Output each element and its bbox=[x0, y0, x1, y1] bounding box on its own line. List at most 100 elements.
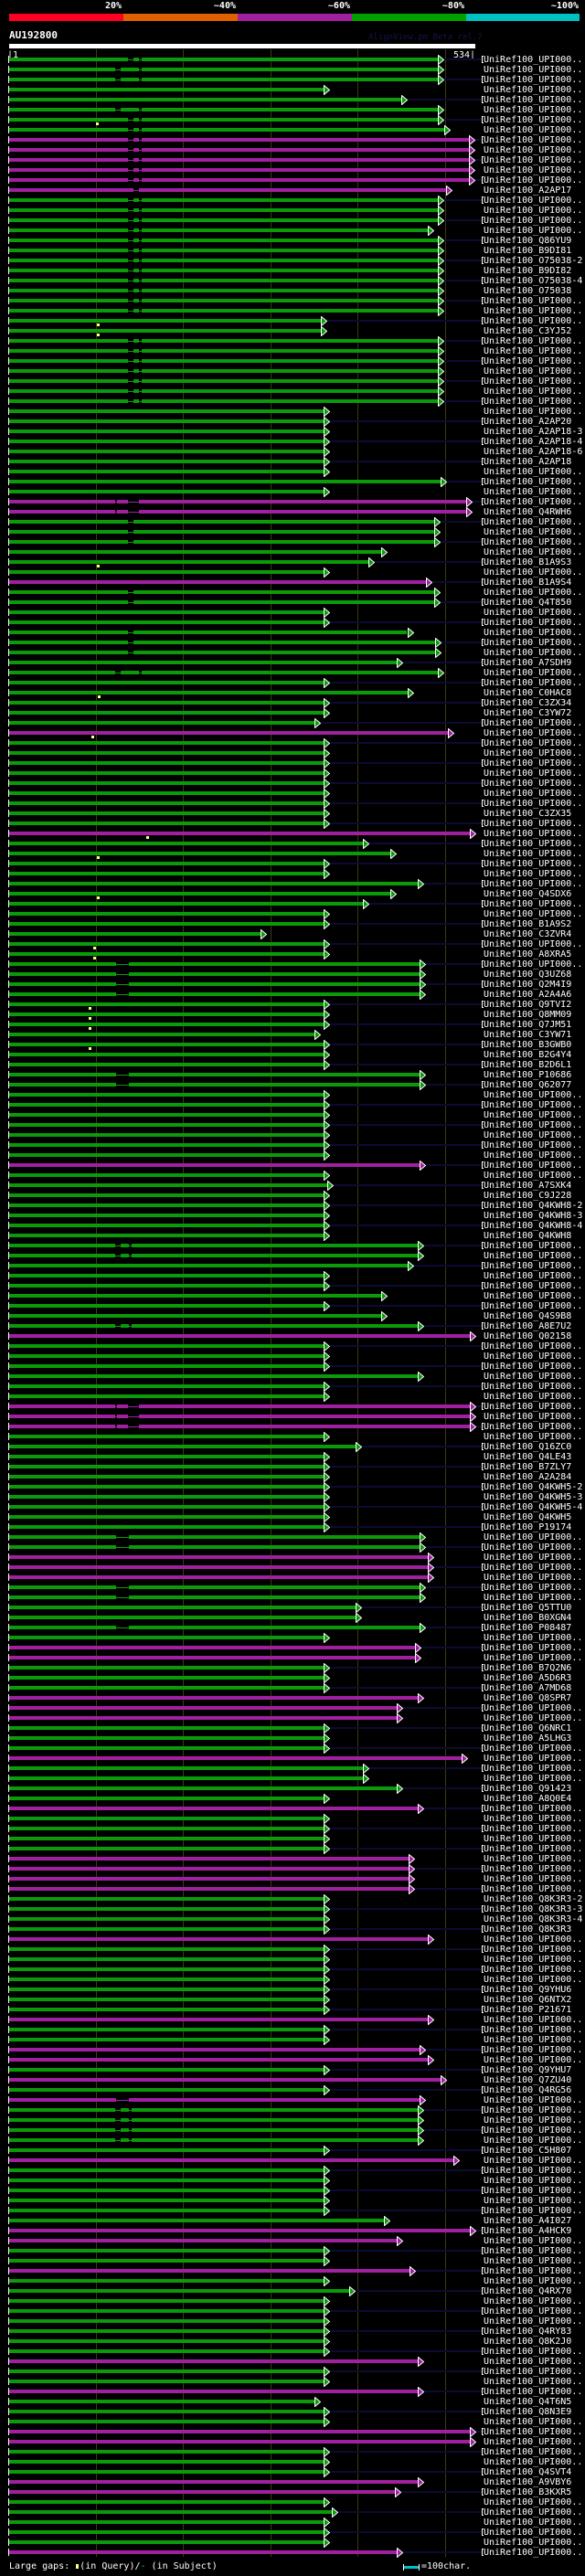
alignment-row[interactable]: UniRef100_B1A9S4 bbox=[0, 578, 585, 588]
hit-label[interactable]: UniRef100_B3KXR5 bbox=[484, 2487, 572, 2497]
alignment-row[interactable]: UniRef100_Q4KWH8 bbox=[0, 1231, 585, 1241]
alignment-row[interactable]: UniRef100_Q86YU9 bbox=[0, 236, 585, 246]
alignment-row[interactable]: UniRef100_UPI000.. bbox=[0, 2316, 585, 2327]
alignment-row[interactable]: UniRef100_Q4KWH5-2 bbox=[0, 1482, 585, 1492]
alignment-row[interactable]: UniRef100_UPI000.. bbox=[0, 2125, 585, 2136]
hit-label[interactable]: UniRef100_UPI000.. bbox=[484, 65, 583, 75]
hit-label[interactable]: UniRef100_UPI000.. bbox=[484, 829, 583, 839]
hit-label[interactable]: UniRef100_UPI000.. bbox=[484, 1301, 583, 1311]
hit-label[interactable]: UniRef100_Q7ZU40 bbox=[484, 2075, 572, 2085]
hit-label[interactable]: UniRef100_UPI000.. bbox=[484, 1864, 583, 1874]
hit-label[interactable]: UniRef100_UPI000.. bbox=[484, 2497, 583, 2507]
hit-label[interactable]: UniRef100_UPI000.. bbox=[484, 376, 583, 387]
alignment-row[interactable]: UniRef100_B9DI81 bbox=[0, 246, 585, 256]
alignment-row[interactable]: UniRef100_UPI000.. bbox=[0, 618, 585, 628]
alignment-row[interactable]: UniRef100_UPI000.. bbox=[0, 2266, 585, 2276]
alignment-row[interactable]: UniRef100_UPI000.. bbox=[0, 196, 585, 206]
hit-label[interactable]: UniRef100_Q5TTU0 bbox=[484, 1603, 572, 1613]
hit-label[interactable]: UniRef100_UPI000.. bbox=[484, 1422, 583, 1432]
hit-label[interactable]: UniRef100_UPI000.. bbox=[484, 356, 583, 366]
hit-label[interactable]: UniRef100_UPI000.. bbox=[484, 718, 583, 728]
alignment-row[interactable]: UniRef100_C3YJ52 bbox=[0, 326, 585, 336]
hit-label[interactable]: UniRef100_UPI000.. bbox=[484, 206, 583, 216]
hit-label[interactable]: UniRef100_UPI000.. bbox=[484, 2206, 583, 2216]
hit-label[interactable]: UniRef100_Q4RX70 bbox=[484, 2286, 572, 2296]
alignment-row[interactable]: UniRef100_UPI000.. bbox=[0, 567, 585, 578]
alignment-row[interactable]: UniRef100_UPI000.. bbox=[0, 2538, 585, 2548]
alignment-row[interactable]: UniRef100_Q4KWH5-4 bbox=[0, 1502, 585, 1512]
alignment-row[interactable]: UniRef100_A2AP17 bbox=[0, 186, 585, 196]
hit-label[interactable]: UniRef100_UPI000.. bbox=[484, 2025, 583, 2035]
alignment-row[interactable]: UniRef100_UPI000.. bbox=[0, 1281, 585, 1291]
hit-label[interactable]: UniRef100_UPI000.. bbox=[484, 1834, 583, 1844]
alignment-row[interactable]: UniRef100_UPI000.. bbox=[0, 336, 585, 346]
hit-label[interactable]: UniRef100_UPI000.. bbox=[484, 1241, 583, 1251]
alignment-row[interactable]: UniRef100_UPI000.. bbox=[0, 1864, 585, 1874]
alignment-row[interactable]: UniRef100_UPI000.. bbox=[0, 2186, 585, 2196]
hit-label[interactable]: UniRef100_UPI000.. bbox=[484, 1874, 583, 1884]
alignment-row[interactable]: UniRef100_UPI000.. bbox=[0, 85, 585, 95]
alignment-row[interactable]: UniRef100_UPI000.. bbox=[0, 2417, 585, 2427]
hit-label[interactable]: UniRef100_UPI000.. bbox=[484, 1955, 583, 1965]
hit-label[interactable]: UniRef100_UPI000.. bbox=[484, 1573, 583, 1583]
alignment-row[interactable]: UniRef100_Q6NTX2 bbox=[0, 1995, 585, 2005]
hit-label[interactable]: UniRef100_UPI000.. bbox=[484, 175, 583, 186]
alignment-row[interactable]: UniRef100_UPI000.. bbox=[0, 206, 585, 216]
hit-label[interactable]: UniRef100_UPI000.. bbox=[484, 2236, 583, 2246]
alignment-row[interactable]: UniRef100_UPI000.. bbox=[0, 2306, 585, 2316]
hit-label[interactable]: UniRef100_UPI000.. bbox=[484, 869, 583, 879]
alignment-row[interactable]: UniRef100_UPI000.. bbox=[0, 175, 585, 186]
alignment-row[interactable]: UniRef100_Q4T850 bbox=[0, 598, 585, 608]
hit-label[interactable]: UniRef100_A4I027 bbox=[484, 2216, 572, 2226]
hit-label[interactable]: UniRef100_C9J228 bbox=[484, 1191, 572, 1201]
hit-label[interactable]: UniRef100_Q4S9B8 bbox=[484, 1311, 572, 1321]
hit-label[interactable]: UniRef100_B1A9S2 bbox=[484, 919, 572, 929]
alignment-row[interactable]: UniRef100_UPI000.. bbox=[0, 1713, 585, 1723]
hit-label[interactable]: UniRef100_UPI000.. bbox=[484, 1774, 583, 1784]
alignment-row[interactable]: UniRef100_A7SXK4 bbox=[0, 1181, 585, 1191]
alignment-row[interactable]: UniRef100_UPI000.. bbox=[0, 678, 585, 688]
hit-label[interactable]: UniRef100_UPI000.. bbox=[484, 75, 583, 85]
hit-label[interactable]: UniRef100_UPI000.. bbox=[484, 909, 583, 919]
hit-label[interactable]: UniRef100_UPI000.. bbox=[484, 2176, 583, 2186]
hit-label[interactable]: UniRef100_UPI000.. bbox=[484, 1764, 583, 1774]
alignment-row[interactable]: UniRef100_UPI000.. bbox=[0, 2206, 585, 2216]
alignment-row[interactable]: UniRef100_UPI000.. bbox=[0, 65, 585, 75]
alignment-row[interactable]: UniRef100_UPI000.. bbox=[0, 2025, 585, 2035]
alignment-row[interactable]: UniRef100_UPI000.. bbox=[0, 1251, 585, 1261]
hit-label[interactable]: UniRef100_Q9YHU7 bbox=[484, 2065, 572, 2075]
alignment-row[interactable]: UniRef100_Q4T6N5 bbox=[0, 2397, 585, 2407]
alignment-row[interactable]: UniRef100_UPI000.. bbox=[0, 959, 585, 970]
alignment-row[interactable]: UniRef100_P08487 bbox=[0, 1623, 585, 1633]
alignment-row[interactable]: UniRef100_Q8K2J0 bbox=[0, 2337, 585, 2347]
hit-label[interactable]: UniRef100_UPI000.. bbox=[484, 2367, 583, 2377]
alignment-row[interactable]: UniRef100_C3ZX34 bbox=[0, 698, 585, 708]
alignment-row[interactable]: UniRef100_UPI000.. bbox=[0, 2507, 585, 2518]
alignment-row[interactable]: UniRef100_Q4KWH5 bbox=[0, 1512, 585, 1522]
alignment-row[interactable]: UniRef100_UPI000.. bbox=[0, 1171, 585, 1181]
hit-label[interactable]: UniRef100_UPI000.. bbox=[484, 2296, 583, 2306]
hit-label[interactable]: UniRef100_UPI000.. bbox=[484, 1130, 583, 1140]
alignment-row[interactable]: UniRef100_B3KXR5 bbox=[0, 2487, 585, 2497]
alignment-row[interactable]: UniRef100_UPI000.. bbox=[0, 1422, 585, 1432]
alignment-row[interactable]: UniRef100_UPI000.. bbox=[0, 1150, 585, 1161]
hit-label[interactable]: UniRef100_UPI000.. bbox=[484, 1854, 583, 1864]
hit-label[interactable]: UniRef100_UPI000.. bbox=[484, 1814, 583, 1824]
alignment-row[interactable]: UniRef100_Q4KWH8-4 bbox=[0, 1221, 585, 1231]
alignment-row[interactable]: UniRef100_UPI000.. bbox=[0, 155, 585, 165]
hit-label[interactable]: UniRef100_UPI000.. bbox=[484, 1653, 583, 1663]
hit-label[interactable]: UniRef100_UPI000.. bbox=[484, 2276, 583, 2286]
hit-label[interactable]: UniRef100_UPI000.. bbox=[484, 1553, 583, 1563]
hit-label[interactable]: UniRef100_UPI000.. bbox=[484, 2136, 583, 2146]
hit-label[interactable]: UniRef100_UPI000.. bbox=[484, 1281, 583, 1291]
hit-label[interactable]: UniRef100_Q7JM51 bbox=[484, 1020, 572, 1030]
alignment-row[interactable]: UniRef100_UPI000.. bbox=[0, 2256, 585, 2266]
hit-label[interactable]: UniRef100_UPI000.. bbox=[484, 959, 583, 970]
alignment-row[interactable]: UniRef100_UPI000.. bbox=[0, 2497, 585, 2507]
alignment-row[interactable]: UniRef100_UPI000.. bbox=[0, 1834, 585, 1844]
alignment-row[interactable]: UniRef100_UPI000.. bbox=[0, 1653, 585, 1663]
hit-label[interactable]: UniRef100_Q8K3R3 bbox=[484, 1924, 572, 1935]
alignment-row[interactable]: UniRef100_UPI000.. bbox=[0, 1965, 585, 1975]
alignment-row[interactable]: UniRef100_UPI000.. bbox=[0, 1261, 585, 1271]
alignment-row[interactable]: UniRef100_UPI000.. bbox=[0, 2105, 585, 2115]
